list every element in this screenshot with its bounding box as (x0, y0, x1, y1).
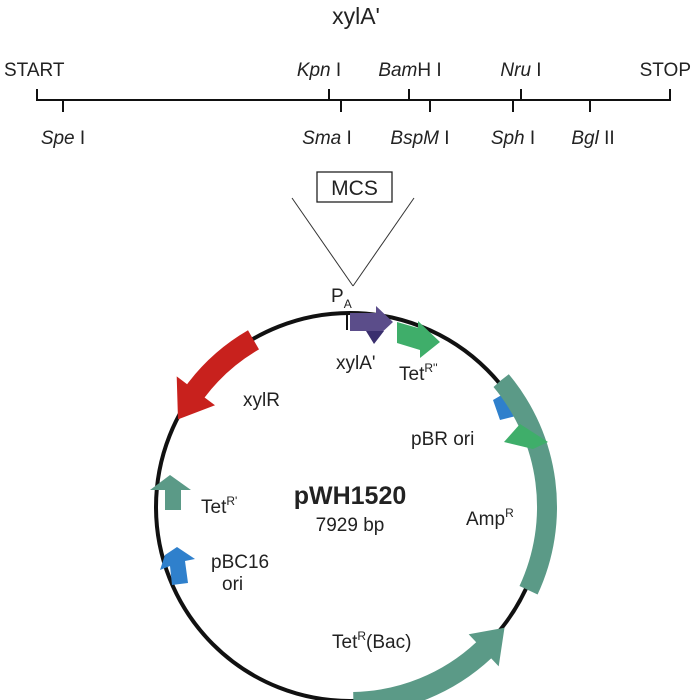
ampR-label: AmpR (466, 506, 514, 530)
mcs-callout: MCS (291, 171, 415, 287)
tetR-double-prime-arrow (397, 321, 440, 358)
ampR-arrow (493, 374, 558, 595)
gene-title: xylA' (332, 3, 380, 29)
pbc16-ori-label-line2: ori (222, 574, 243, 595)
nru-site-label: Nru I (500, 60, 541, 81)
bspm-site-label: BspM I (390, 128, 449, 149)
ampR-arrowhead (504, 424, 548, 449)
plasmid-size: 7929 bp (316, 515, 385, 536)
stop-label: STOP (640, 60, 691, 81)
zoom-line-left (291, 197, 354, 287)
xylA-label: xylA' (336, 353, 376, 374)
tetR-prime-label: TetR' (201, 494, 237, 518)
xylA-arrow (350, 306, 393, 338)
bamh-site-label: BamH I (378, 60, 441, 81)
pbc16-ori-arrow (160, 547, 195, 585)
sph-site-label: Sph I (491, 128, 535, 149)
tetR-double-prime-label: TetR'' (399, 361, 438, 385)
xylR-label: xylR (243, 390, 280, 411)
xylA-notch (366, 331, 384, 344)
feature-arrows (150, 306, 558, 700)
plasmid-name: pWH1520 (294, 482, 407, 510)
zoom-line-right (352, 197, 415, 287)
promoter-label: PA (331, 286, 352, 311)
pbc16-ori-label-line1: pBC16 (211, 552, 269, 573)
xylR-arrow (176, 330, 259, 420)
tetR-bac-label: TetR(Bac) (332, 629, 411, 653)
kpn-site-label: Kpn I (297, 60, 341, 81)
mcs-box (316, 171, 393, 203)
sma-site-label: Sma I (302, 128, 352, 149)
linear-restriction-map: START STOP Kpn I BamH I Nru I Spe I Sma … (4, 60, 691, 149)
tetR-bac-arrow (353, 627, 505, 700)
start-label: START (4, 60, 65, 81)
spe-site-label: Spe I (41, 128, 85, 149)
mcs-label: MCS (331, 177, 378, 200)
tetR-prime-arrow (150, 475, 191, 510)
bgl-site-label: Bgl II (571, 128, 614, 149)
pbr-ori-label: pBR ori (411, 429, 474, 450)
